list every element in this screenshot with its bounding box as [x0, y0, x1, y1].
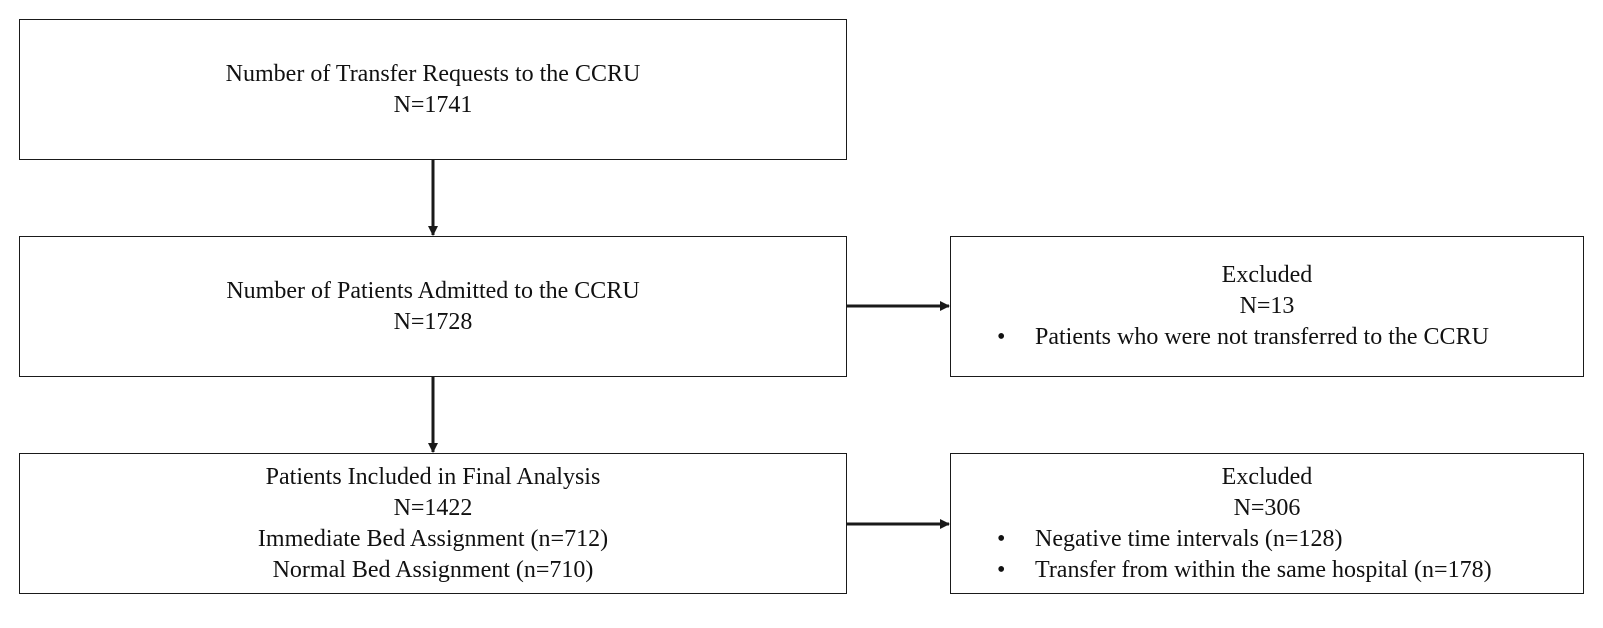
bullet-icon: • [997, 525, 1006, 552]
exclusion-reasons-list: • Negative time intervals (n=128) • Tran… [997, 524, 1492, 586]
exclusion-reason-text: Transfer from within the same hospital (… [1035, 556, 1492, 583]
excluded-count: N=306 [1233, 494, 1301, 521]
patients-admitted-count: N=1728 [393, 308, 473, 335]
final-analysis-title: Patients Included in Final Analysis [265, 463, 601, 490]
exclusion-reason-text: Negative time intervals (n=128) [1035, 525, 1343, 552]
transfer-requests-box: Number of Transfer Requests to the CCRU … [19, 19, 847, 160]
patients-admitted-title: Number of Patients Admitted to the CCRU [226, 277, 640, 304]
excluded-box-not-transferred: Excluded N=13 • Patients who were not tr… [950, 236, 1584, 377]
exclusion-reason-text: Patients who were not transferred to the… [1035, 324, 1489, 350]
transfer-requests-title: Number of Transfer Requests to the CCRU [225, 60, 641, 87]
excluded-title: Excluded [1221, 262, 1313, 288]
final-analysis-count: N=1422 [393, 494, 473, 521]
excluded-box-data-issues: Excluded N=306 • Negative time intervals… [950, 453, 1584, 594]
transfer-requests-count: N=1741 [393, 91, 473, 118]
excluded-count: N=13 [1239, 293, 1295, 319]
patients-admitted-box: Number of Patients Admitted to the CCRU … [19, 236, 847, 377]
normal-bed-group: Normal Bed Assignment (n=710) [272, 556, 594, 583]
final-analysis-box: Patients Included in Final Analysis N=14… [19, 453, 847, 594]
bullet-icon: • [997, 324, 1006, 350]
bullet-icon: • [997, 556, 1006, 583]
excluded-title: Excluded [1221, 463, 1313, 490]
immediate-bed-group: Immediate Bed Assignment (n=712) [257, 525, 609, 552]
exclusion-reason-item: • Patients who were not transferred to t… [997, 322, 1489, 353]
exclusion-reason-item: • Negative time intervals (n=128) [997, 524, 1492, 555]
exclusion-reasons-list: • Patients who were not transferred to t… [997, 322, 1489, 353]
exclusion-reason-item: • Transfer from within the same hospital… [997, 555, 1492, 586]
